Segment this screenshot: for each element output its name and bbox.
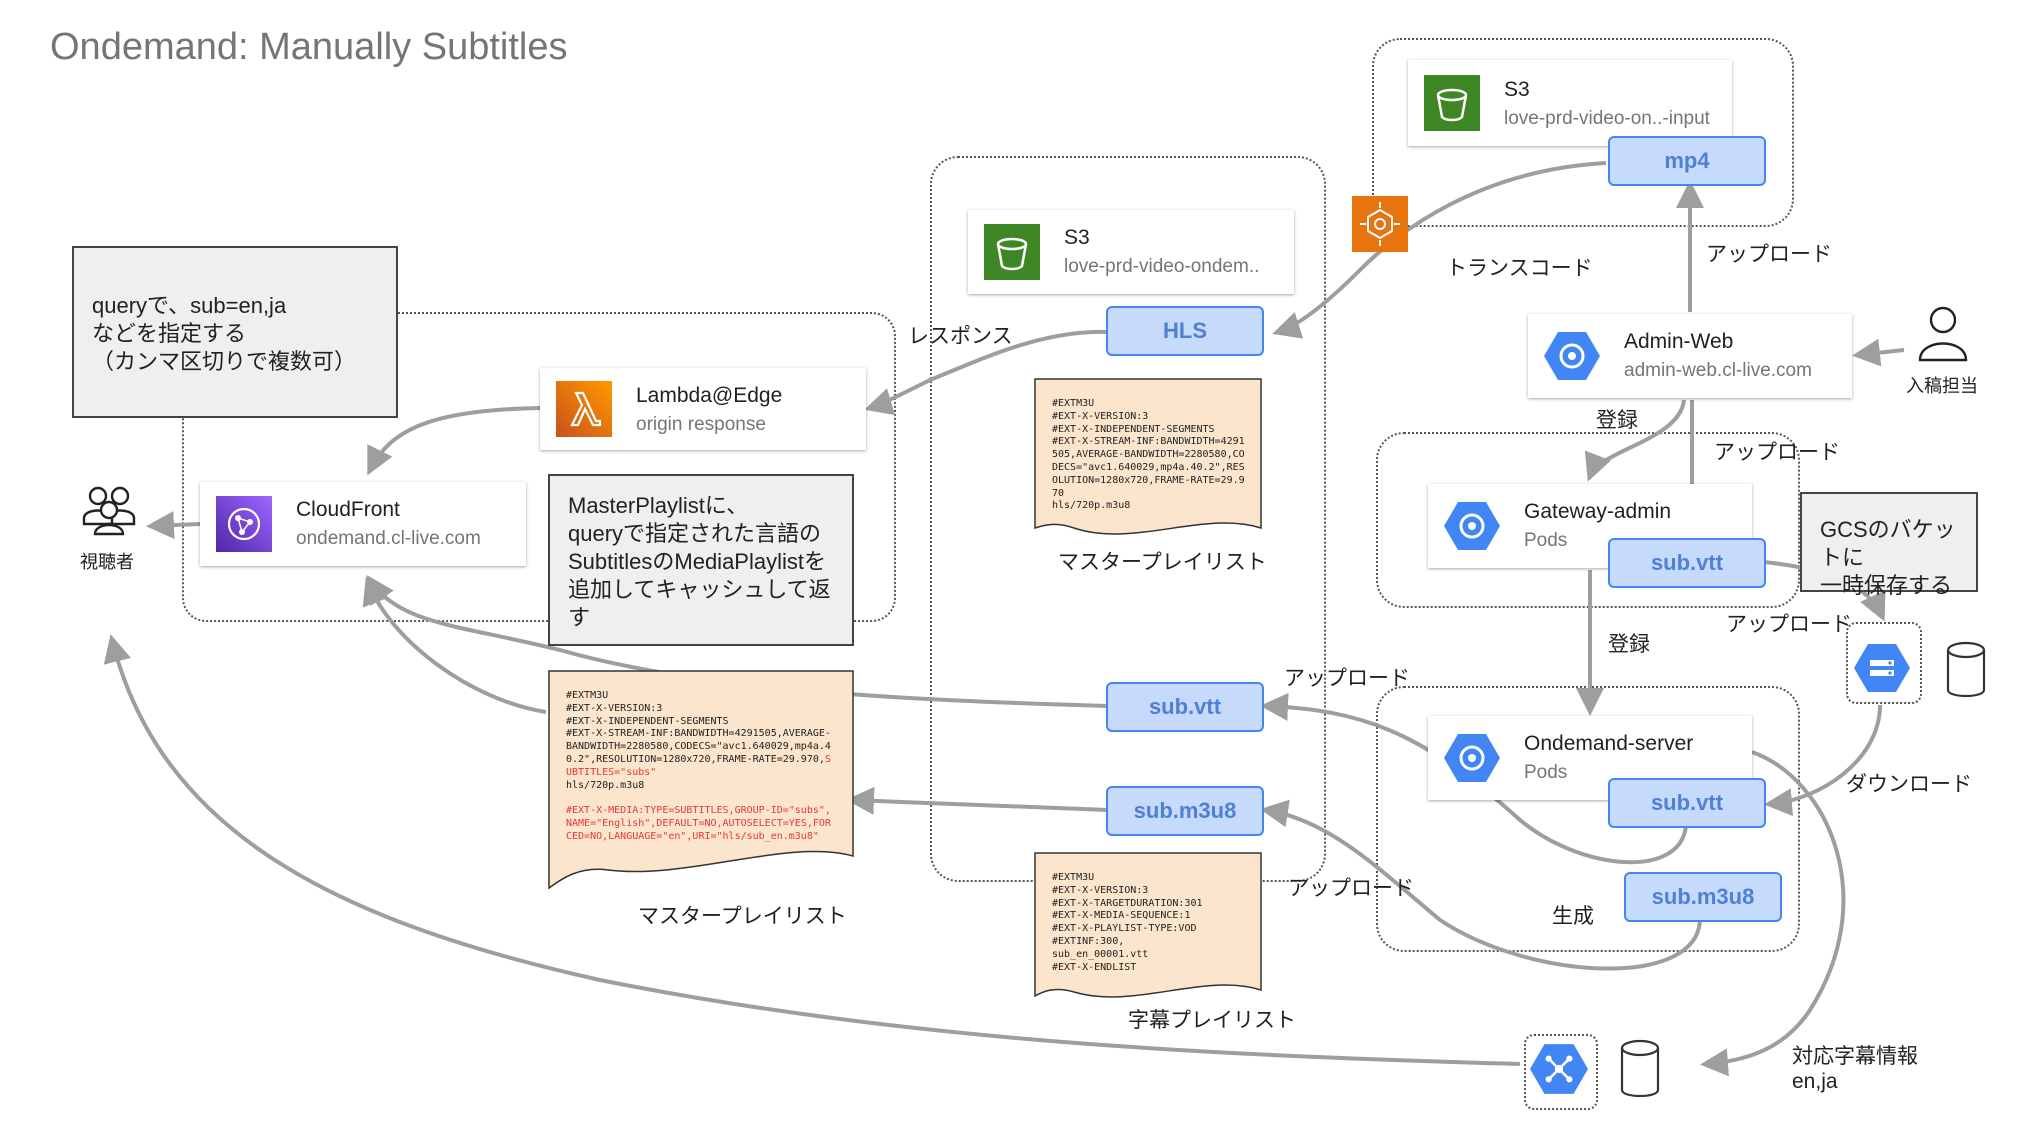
page-title: Ondemand: Manually Subtitles (50, 26, 568, 68)
mediaconvert-icon (1352, 196, 1408, 252)
note-query: queryで、sub=en,ja などを指定する （カンマ区切りで複数可） (72, 246, 398, 418)
lambda-edge-card[interactable]: Lambda@Edge origin response (540, 368, 866, 450)
label-master-playlist-1: マスタープレイリスト (1058, 551, 1267, 574)
uploader-icon (1918, 306, 1968, 362)
doc-sub-playlist-shape (1034, 852, 1262, 998)
doc-master-top-shape (1034, 378, 1262, 535)
gcs-icon (1854, 644, 1910, 692)
label-upload-mp4: アップロード (1706, 243, 1832, 266)
s3-ondemand-sub: love-prd-video-ondem.. (1064, 256, 1260, 277)
viewer-label: 視聴者 (80, 552, 134, 572)
label-download: ダウンロード (1846, 773, 1972, 796)
hls-file[interactable]: HLS (1106, 306, 1264, 356)
cloudfront-name: CloudFront (296, 498, 400, 521)
arrow-lambda-to-cloudfront (367, 406, 541, 476)
sub-m3u8-ondemand[interactable]: sub.m3u8 (1624, 872, 1782, 922)
doc-master-bottom-red2: #EXT-X-MEDIA:TYPE=SUBTITLES,GROUP-ID="su… (566, 805, 831, 842)
gateway-admin-name: Gateway-admin (1524, 500, 1672, 523)
arrow-adminweb-to-gateway (1584, 399, 1686, 482)
doc-master-bottom-text: #EXTM3U #EXT-X-VERSION:3 #EXT-X-INDEPEND… (566, 690, 836, 844)
admin-web-card[interactable]: Admin-Web admin-web.cl-live.com (1528, 314, 1852, 398)
label-master-playlist-2: マスタープレイリスト (638, 905, 847, 928)
doc-master-bottom-shape (548, 670, 854, 890)
cloudfront-card[interactable]: CloudFront ondemand.cl-live.com (200, 482, 526, 566)
doc-master-top-text: #EXTM3U #EXT-X-VERSION:3 #EXT-X-INDEPEND… (1052, 398, 1245, 512)
api-gateway-icon (1530, 1044, 1588, 1094)
gke-icon (1544, 332, 1600, 380)
gke-icon (1444, 502, 1500, 550)
s3-ondemand-card[interactable]: S3 love-prd-video-ondem.. (968, 210, 1294, 294)
s3-bucket-icon (1424, 75, 1480, 131)
arrow-subvtt-s3-to-cloudfront (366, 575, 1109, 708)
zone-firestore (1524, 1034, 1598, 1110)
label-response: レスポンス (908, 325, 1013, 348)
arrow-ondemand-to-firestore (1700, 750, 1846, 1077)
label-sub-playlist: 字幕プレイリスト (1128, 1009, 1296, 1032)
label-generate: 生成 (1552, 905, 1594, 928)
label-upload-gcs: アップロード (1726, 613, 1852, 636)
doc-sub-playlist-text: #EXTM3U #EXT-X-VERSION:3 #EXT-X-TARGETDU… (1052, 872, 1203, 973)
note-gcs: GCSのバケットに 一時保存する (1800, 492, 1978, 598)
doc-master-bottom-b: hls/720p.m3u8 (566, 779, 645, 791)
arrow-gcs-to-subvtt (1764, 704, 1882, 817)
label-register-2: 登録 (1608, 633, 1650, 656)
arrow-firestore-to-viewer (103, 634, 1521, 1066)
database-cylinder-icon (1620, 1039, 1660, 1098)
label-sub-info-2: en,ja (1792, 1070, 1838, 1093)
gateway-admin-sub: Pods (1524, 530, 1568, 551)
note-master-text: MasterPlaylistに、 queryで指定された言語の Subtitle… (568, 493, 831, 630)
arrow-cloudfront-to-viewer (146, 511, 201, 540)
arrow-subm3u8-od-to-s3 (1260, 799, 1702, 971)
sub-vtt-gateway[interactable]: sub.vtt (1608, 538, 1766, 588)
gke-icon (1444, 734, 1500, 782)
lambda-name: Lambda@Edge (636, 384, 783, 407)
zone-s3-input (1372, 38, 1794, 227)
s3-bucket-icon (984, 224, 1040, 280)
sub-vtt-s3[interactable]: sub.vtt (1106, 682, 1264, 732)
s3-input-card[interactable]: S3 love-prd-video-on..-input (1408, 60, 1732, 146)
label-upload-gateway: アップロード (1714, 441, 1840, 464)
label-upload-subm3u8: アップロード (1288, 877, 1414, 900)
arrow-uploader-to-adminweb (1852, 338, 1905, 367)
label-upload-subvtt: アップロード (1284, 667, 1410, 690)
lambda-sub: origin response (636, 414, 766, 435)
doc-master-bottom-a: #EXTM3U #EXT-X-VERSION:3 #EXT-X-INDEPEND… (566, 690, 831, 765)
arrow-master-to-cloudfront (362, 576, 547, 714)
sub-m3u8-s3[interactable]: sub.m3u8 (1106, 786, 1264, 836)
label-sub-info-1: 対応字幕情報 (1792, 1045, 1918, 1068)
admin-web-name: Admin-Web (1624, 330, 1734, 353)
storage-cylinder-icon (1946, 641, 1986, 698)
s3-input-sub: love-prd-video-on..-input (1504, 108, 1710, 129)
label-transcode: トランスコード (1446, 257, 1593, 280)
viewers-icon (82, 486, 136, 536)
sub-vtt-ondemand[interactable]: sub.vtt (1608, 778, 1766, 828)
s3-input-name: S3 (1504, 78, 1530, 101)
uploader-label: 入稿担当 (1906, 376, 1978, 396)
note-master: MasterPlaylistに、 queryで指定された言語の Subtitle… (548, 474, 854, 646)
ondemand-server-name: Ondemand-server (1524, 732, 1694, 755)
arrow-subvtt-od-to-s3 (1260, 692, 1688, 865)
label-register-1: 登録 (1596, 409, 1638, 432)
doc-master-bottom-red1: SUBTITLES="subs" (566, 753, 831, 778)
mp4-file[interactable]: mp4 (1608, 136, 1766, 186)
cloudfront-sub: ondemand.cl-live.com (296, 528, 481, 549)
note-query-text: queryで、sub=en,ja などを指定する （カンマ区切りで複数可） (92, 293, 357, 374)
zone-edge (182, 312, 896, 622)
admin-web-sub: admin-web.cl-live.com (1624, 360, 1812, 381)
arrow-subm3u8-s3-to-master (846, 786, 1109, 815)
note-gcs-text: GCSのバケットに 一時保存する (1820, 517, 1956, 598)
arrow-hls-to-lambda (864, 329, 1109, 416)
cloudfront-icon (216, 496, 272, 552)
arrow-mp4-to-hls (1272, 161, 1607, 339)
s3-ondemand-name: S3 (1064, 226, 1090, 249)
ondemand-server-sub: Pods (1524, 762, 1568, 783)
lambda-icon (556, 381, 612, 437)
zone-gcs (1846, 622, 1922, 704)
